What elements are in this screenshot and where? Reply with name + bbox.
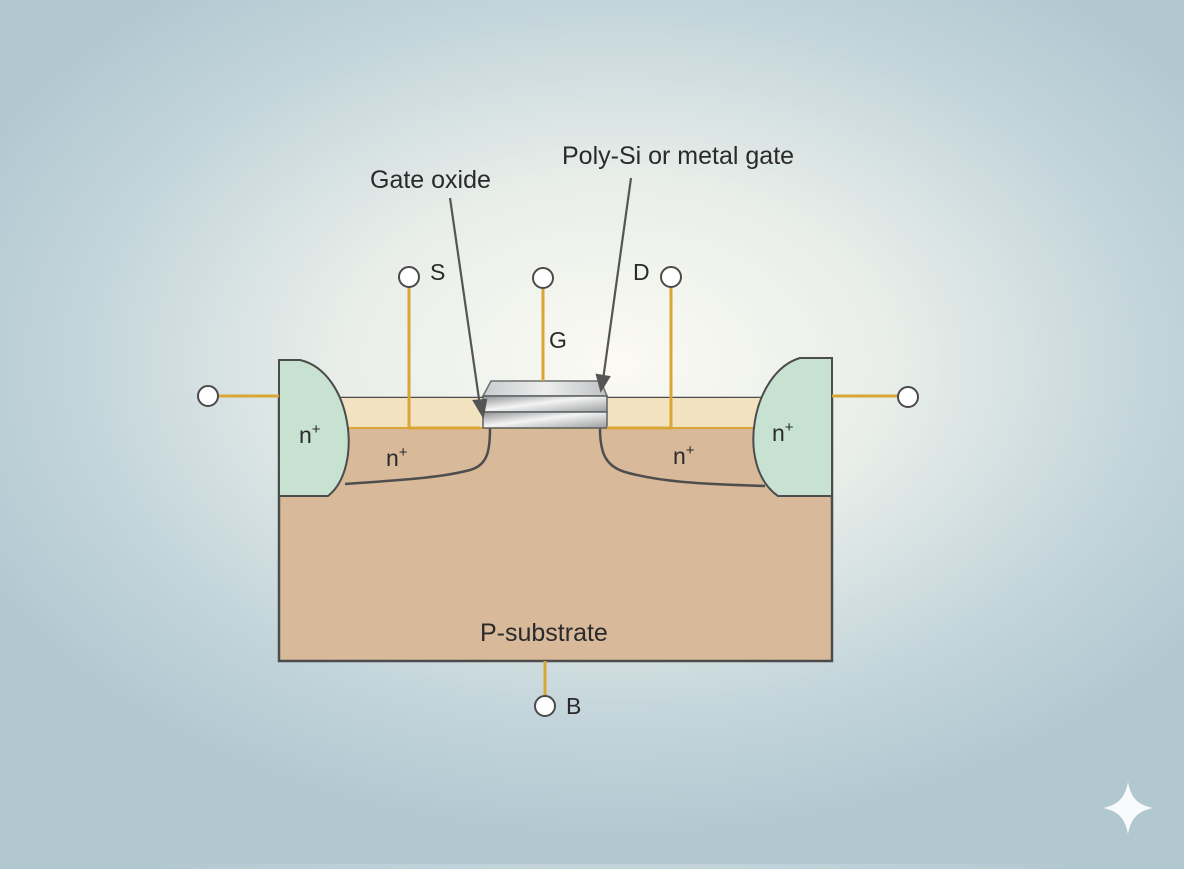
gate-material-arrow-line	[601, 177, 633, 381]
drain-wire	[607, 288, 673, 430]
gate-material-arrow-head	[595, 373, 611, 393]
n-plus-right-contact-label: n+	[772, 419, 794, 446]
gate-oxide-label: Gate oxide	[370, 166, 491, 194]
source-wire	[407, 287, 480, 430]
right-terminal	[897, 386, 919, 408]
source-junction	[344, 427, 492, 486]
left-terminal	[197, 385, 219, 407]
gate-oxide-arrow-head	[472, 398, 488, 420]
gate-label: G	[549, 327, 567, 353]
drain-junction	[598, 427, 766, 488]
gate-oxide-arrow-line	[448, 197, 482, 407]
n-plus-source-label: n+	[386, 444, 408, 471]
gate-oxide-layer	[482, 411, 608, 429]
source-terminal	[398, 266, 420, 288]
drain-terminal	[660, 266, 682, 288]
left-n-plus-contact	[278, 359, 350, 497]
wires	[218, 287, 898, 697]
sparkle-icon	[1103, 782, 1153, 834]
n-plus-drain-label: n+	[673, 442, 695, 469]
source-label: S	[430, 259, 445, 285]
n-plus-left-contact-label: n+	[299, 421, 321, 448]
gate-electrode	[482, 395, 608, 413]
gate-terminal	[532, 267, 554, 289]
substrate-label: P-substrate	[480, 619, 608, 647]
p-substrate	[277, 396, 834, 663]
gate-top-face	[481, 380, 609, 397]
right-n-plus-contact	[752, 357, 833, 497]
body-label: B	[566, 693, 581, 719]
drain-label: D	[633, 259, 650, 285]
body-terminal	[534, 695, 556, 717]
gate-material-label: Poly-Si or metal gate	[562, 142, 794, 170]
